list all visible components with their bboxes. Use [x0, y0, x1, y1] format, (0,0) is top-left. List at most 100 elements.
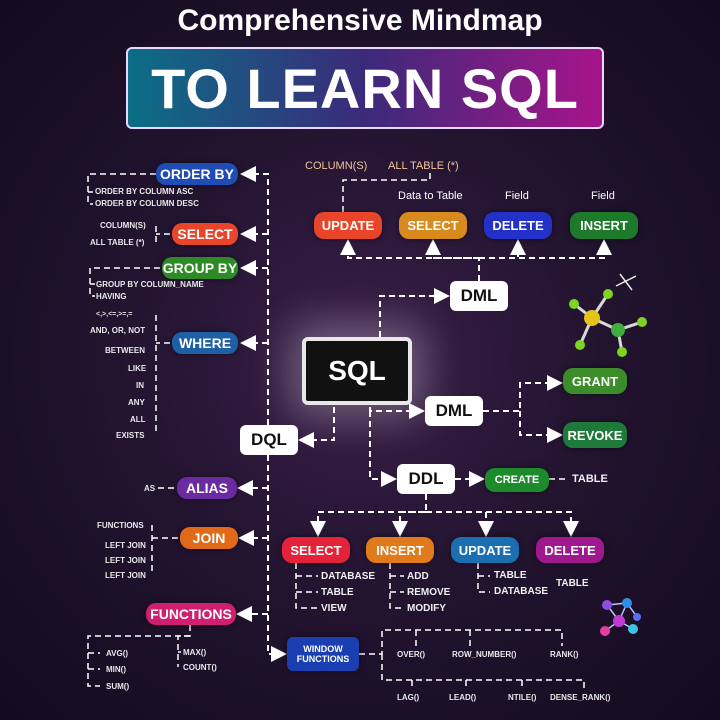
connector-line [479, 239, 526, 259]
dql-select-pill[interactable]: SELECT [172, 223, 238, 245]
dql-select-item: COLUMN(S) [100, 221, 146, 230]
window-function-item: LAG() [397, 693, 420, 702]
connector-line [411, 680, 523, 690]
functions-pill[interactable]: FUNCTIONS [146, 603, 236, 625]
dql-select-item: ALL TABLE (*) [90, 238, 145, 247]
window-function-item: ROW_NUMBER() [452, 650, 517, 659]
ddl-update-item: DATABASE [494, 586, 549, 597]
where-item: IN [136, 381, 144, 390]
ddl-insert-item: MODIFY [407, 603, 446, 614]
network-icon [600, 598, 641, 636]
where-item: <,>,<=,>=,= [96, 311, 133, 318]
connector-line [479, 239, 612, 259]
where-item: AND, OR, NOT [90, 326, 146, 335]
where-item: LIKE [128, 364, 147, 373]
group-by-pill[interactable]: GROUP BY [162, 257, 238, 279]
alias-pill[interactable]: ALIAS [177, 477, 237, 499]
group-by-item: GROUP BY COLUMN_NAME [96, 280, 204, 289]
window-function-item: DENSE_RANK() [550, 693, 611, 702]
connector-line [381, 654, 585, 690]
join-pill[interactable]: JOIN [180, 527, 238, 549]
connector-line [87, 625, 191, 687]
ddl-select-item: TABLE [321, 587, 354, 598]
connector-line [426, 511, 579, 537]
window-function-item: NTILE() [508, 693, 537, 702]
connector-line [177, 635, 190, 667]
ddl-insert-pill[interactable]: INSERT [366, 537, 434, 563]
function-item: MIN() [106, 665, 126, 674]
ddl-insert-item: REMOVE [407, 587, 451, 598]
dml-delete-pill[interactable]: DELETE [484, 212, 552, 239]
connector-line [415, 630, 471, 646]
where-item: ALL [130, 415, 146, 424]
join-item: LEFT JOIN [105, 541, 146, 550]
function-item: COUNT() [183, 663, 217, 672]
dml-insert-pill[interactable]: INSERT [570, 212, 638, 239]
where-item: ANY [128, 398, 145, 407]
dql-node[interactable]: DQL [240, 425, 298, 455]
connector-line [295, 563, 318, 609]
alias-item: AS [144, 484, 156, 493]
connector-line [340, 239, 480, 281]
connector-line [477, 563, 490, 593]
window-functions-line2: FUNCTIONS [296, 654, 350, 664]
connector-line [425, 239, 479, 259]
window-function-item: OVER() [397, 650, 425, 659]
function-item: SUM() [106, 682, 130, 691]
connector-line [155, 315, 170, 434]
revoke-pill[interactable]: REVOKE [563, 422, 627, 448]
sql-center-label: SQL [328, 355, 386, 386]
ddl-select-item: VIEW [321, 603, 347, 614]
title-banner: TO LEARN SQL [126, 47, 604, 129]
ddl-insert-item: ADD [407, 571, 429, 582]
dml-field-label-2: Field [591, 190, 615, 202]
connector-line [389, 563, 404, 609]
ddl-update-item: TABLE [494, 570, 527, 581]
connector-line [87, 173, 156, 205]
dml-update-pill[interactable]: UPDATE [314, 212, 382, 239]
join-item: LEFT JOIN [105, 556, 146, 565]
connector-line [298, 397, 335, 448]
dml-mid-node[interactable]: DML [425, 396, 483, 426]
group-by-item: HAVING [96, 292, 127, 301]
ddl-node[interactable]: DDL [397, 464, 455, 494]
banner-text: TO LEARN SQL [151, 56, 579, 120]
window-functions-pill[interactable]: WINDOW FUNCTIONS [287, 637, 359, 671]
dml-data-to-table-label: Data to Table [398, 190, 463, 202]
where-item: EXISTS [116, 431, 145, 440]
window-functions-line1: WINDOW [303, 644, 343, 654]
sql-center-node[interactable]: SQL [302, 337, 412, 405]
order-by-pill[interactable]: ORDER BY [156, 163, 238, 185]
join-item: FUNCTIONS [97, 521, 144, 530]
window-function-item: RANK() [550, 650, 579, 659]
create-pill[interactable]: CREATE [485, 468, 549, 492]
connector-line [240, 166, 269, 425]
connector-line [267, 455, 287, 662]
dml-column-label: COLUMN(S) [305, 160, 368, 172]
connector-line [155, 226, 170, 242]
dml-top-node[interactable]: DML [450, 281, 508, 311]
create-table-label: TABLE [572, 473, 608, 485]
grant-pill[interactable]: GRANT [563, 368, 627, 394]
connector-line [426, 511, 494, 537]
ddl-update-pill[interactable]: UPDATE [451, 537, 519, 563]
connector-line [519, 411, 563, 443]
function-item: AVG() [106, 649, 129, 658]
where-pill[interactable]: WHERE [172, 332, 238, 354]
page-title: Comprehensive Mindmap [177, 4, 543, 37]
function-item: MAX() [183, 648, 207, 657]
ddl-select-pill[interactable]: SELECT [282, 537, 350, 563]
where-item: BETWEEN [105, 346, 145, 355]
molecule-icon [569, 273, 647, 357]
connector-line [392, 511, 426, 537]
connector-line [310, 494, 427, 537]
connector-line [342, 172, 431, 212]
connector-line [89, 267, 160, 297]
connector-line [359, 629, 563, 655]
dml-select-pill[interactable]: SELECT [399, 212, 467, 239]
connector-line [369, 411, 397, 487]
ddl-delete-item: TABLE [556, 578, 589, 589]
ddl-delete-pill[interactable]: DELETE [536, 537, 604, 563]
connector-line [483, 375, 563, 412]
